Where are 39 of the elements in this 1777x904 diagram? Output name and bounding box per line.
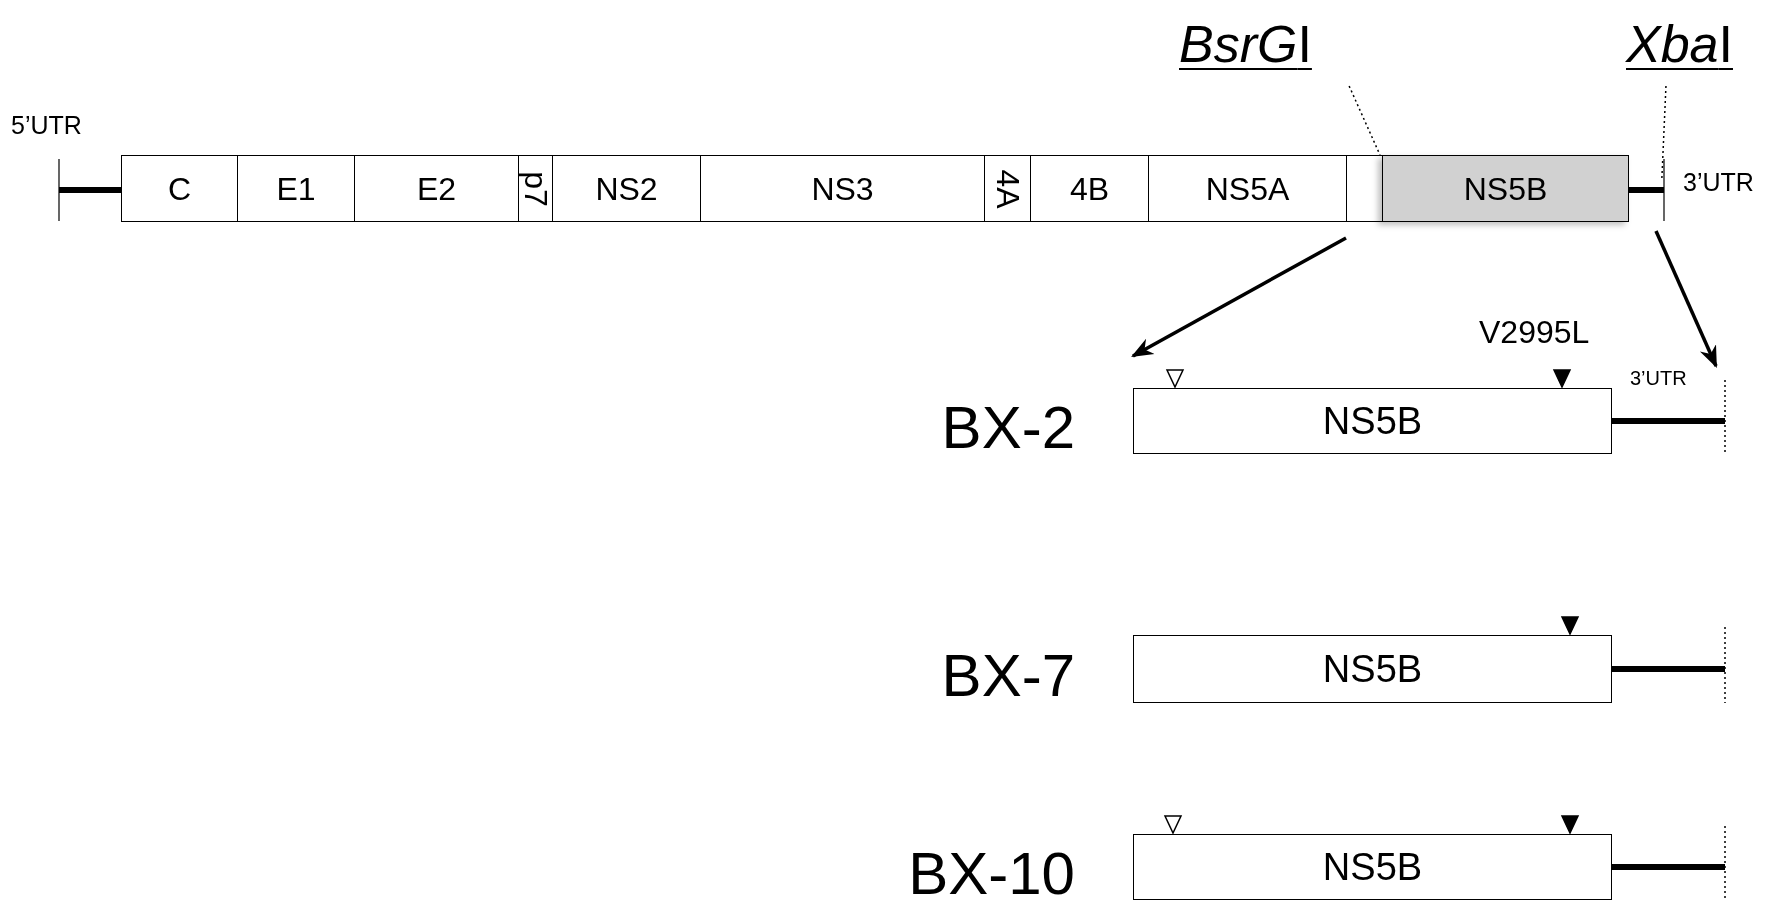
highlighted-gene-segment (1382, 155, 1629, 222)
arrow (1131, 236, 1347, 358)
segment-label: NS5A (1205, 172, 1290, 205)
gene-segment (354, 155, 519, 222)
construct-box (1133, 388, 1612, 454)
segment-label: NS5B (1322, 402, 1423, 440)
restriction-site-label: BsrGI (1179, 18, 1312, 70)
construct-name: BX-7 (940, 641, 1075, 703)
construct-box (1133, 635, 1612, 703)
segment-label: NS5B (1463, 172, 1548, 205)
segment-label: E2 (416, 172, 457, 205)
arrow (1654, 230, 1718, 368)
gene-segment (518, 155, 553, 222)
segment-label: 4B (1069, 172, 1110, 205)
construct-name: BX-10 (907, 839, 1075, 900)
utr-label: 3’UTR (1683, 170, 1754, 195)
segment-label: NS5B (1322, 650, 1423, 688)
construct-box (1133, 834, 1612, 900)
gene-segment (984, 155, 1031, 222)
segment-label: NS3 (811, 172, 874, 205)
gene-segment (1148, 155, 1347, 222)
segment-label: p7 (519, 170, 552, 207)
utr-label: 5’UTR (11, 113, 82, 138)
gene-segment (700, 155, 985, 222)
utr-line (1629, 158, 1665, 222)
gene-segment (1346, 155, 1383, 222)
utr-label: 3’UTR (1630, 368, 1687, 388)
segment-label: C (167, 172, 192, 205)
gene-segment (552, 155, 701, 222)
gene-segment (1030, 155, 1149, 222)
restriction-site-label: XbaI (1626, 18, 1733, 70)
gene-segment (237, 155, 355, 222)
segment-label: NS2 (595, 172, 658, 205)
segment-label: 4A (991, 168, 1024, 209)
segment-label: NS5B (1322, 848, 1423, 886)
mutation-label: V2995L (1479, 316, 1590, 348)
segment-label: E1 (276, 172, 316, 205)
gene-segment (121, 155, 238, 222)
construct-name: BX-2 (940, 393, 1075, 454)
